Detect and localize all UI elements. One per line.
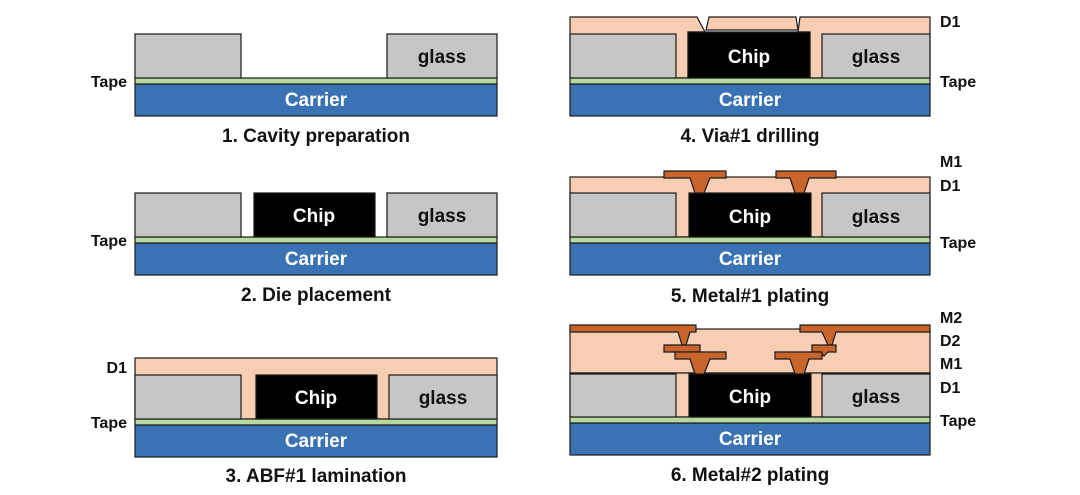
- chip-block: [687, 31, 811, 79]
- step-caption: 5. Metal#1 plating: [671, 286, 829, 307]
- glass-block: [821, 192, 931, 238]
- tape-label: Tape: [940, 413, 976, 430]
- glass-block: [569, 373, 677, 418]
- tape-label: Tape: [940, 235, 976, 252]
- step-caption: 2. Die placement: [241, 285, 392, 306]
- m1-label: M1: [940, 356, 962, 373]
- glass-block: [388, 374, 498, 420]
- carrier-label: Carrier: [285, 431, 348, 452]
- glass-block: [569, 33, 677, 79]
- tape-layer: [569, 236, 931, 244]
- dielectric-d2-layer: [569, 328, 931, 374]
- chip-label: Chip: [729, 387, 771, 408]
- step-3-abf1-lamination: Chip glass Carrier D1 Tape 3. ABF#1 lami…: [91, 357, 498, 487]
- carrier-layer: [569, 83, 931, 117]
- carrier-label: Carrier: [719, 429, 782, 450]
- tape-layer: [569, 77, 931, 85]
- dielectric-d1-layer: [705, 16, 799, 31]
- glass-label: glass: [418, 206, 467, 227]
- tape-label: Tape: [940, 74, 976, 91]
- chip-block: [688, 192, 812, 238]
- chip-block: [255, 374, 378, 420]
- carrier-layer: [569, 422, 931, 456]
- step-5-metal1-plating: Chip glass Carrier M1 D1 Tape 5. Metal#1…: [569, 154, 976, 307]
- tape-layer: [569, 416, 931, 424]
- glass-label: glass: [419, 388, 468, 409]
- step-caption: 3. ABF#1 lamination: [226, 466, 407, 487]
- chip-block: [688, 373, 812, 418]
- glass-label: glass: [852, 207, 901, 228]
- d1-label: D1: [940, 178, 961, 195]
- step-4-via1-drilling: Chip glass Carrier D1 Tape 4. Via#1 dril…: [569, 14, 976, 147]
- glass-label: glass: [852, 387, 901, 408]
- metal-m1-via: [663, 170, 727, 194]
- glass-block: [134, 192, 242, 238]
- glass-block: [134, 374, 242, 420]
- carrier-layer: [134, 83, 498, 117]
- chip-label: Chip: [729, 207, 771, 228]
- chip-label: Chip: [295, 388, 337, 409]
- step-caption: 4. Via#1 drilling: [680, 126, 819, 147]
- carrier-layer: [569, 242, 931, 276]
- tape-label: Tape: [91, 415, 127, 432]
- glass-block: [386, 192, 498, 238]
- tape-layer: [134, 77, 498, 85]
- step-caption: 6. Metal#2 plating: [671, 465, 829, 486]
- m1-label: M1: [940, 154, 962, 171]
- chip-label: Chip: [728, 47, 770, 68]
- glass-block: [386, 33, 498, 79]
- glass-block: [134, 33, 242, 79]
- d1-label: D1: [107, 360, 128, 377]
- metal-m1-via: [775, 170, 837, 194]
- carrier-label: Carrier: [285, 249, 348, 270]
- glass-block: [569, 192, 677, 238]
- tape-label: Tape: [91, 74, 127, 91]
- glass-block: [821, 373, 931, 418]
- tape-label: Tape: [91, 233, 127, 250]
- step-caption: 1. Cavity preparation: [222, 126, 410, 147]
- glass-label: glass: [852, 47, 901, 68]
- step-1-cavity-preparation: glass Carrier Tape 1. Cavity preparation: [91, 33, 498, 147]
- d2-label: D2: [940, 333, 961, 350]
- tape-layer: [134, 236, 498, 244]
- d1-label: D1: [940, 14, 961, 31]
- carrier-label: Carrier: [285, 90, 348, 111]
- glass-label: glass: [418, 47, 467, 68]
- metal-m1-via: [774, 351, 823, 375]
- d1-label: D1: [940, 380, 961, 397]
- carrier-label: Carrier: [719, 249, 782, 270]
- chip-label: Chip: [293, 206, 335, 227]
- tape-layer: [134, 418, 498, 426]
- step-6-metal2-plating: Chip glass Carrier M2 D2 M1 D1 Tape 6. M…: [569, 310, 976, 486]
- metal-m1-via: [674, 351, 727, 375]
- glass-block: [821, 33, 931, 79]
- m2-label: M2: [940, 310, 962, 327]
- carrier-label: Carrier: [719, 90, 782, 111]
- chip-block: [253, 192, 376, 238]
- step-2-die-placement: Chip glass Carrier Tape 2. Die placement: [91, 192, 498, 306]
- carrier-layer: [134, 424, 498, 458]
